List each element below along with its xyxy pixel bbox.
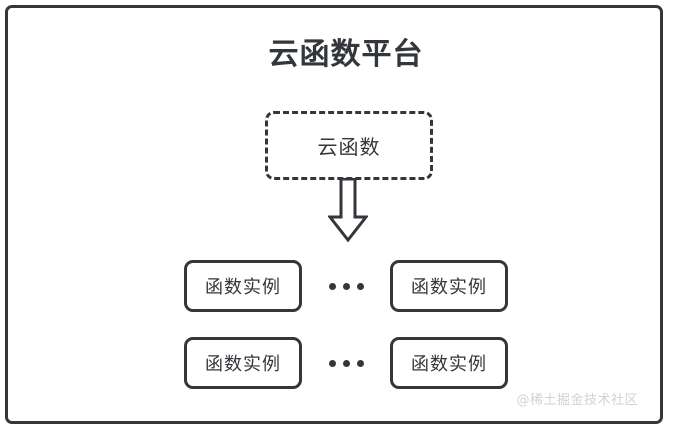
watermark: @稀土掘金技术社区 bbox=[516, 393, 638, 408]
ellipsis-icon bbox=[328, 282, 364, 290]
function-instance-label: 函数实例 bbox=[411, 277, 487, 298]
function-instance-box: 函数实例 bbox=[184, 337, 302, 389]
cloud-function-platform-box: 云函数平台 云函数 函数实例 函数实例 函数实例 bbox=[5, 5, 663, 424]
function-instance-label: 函数实例 bbox=[205, 277, 281, 298]
cloud-function-node: 云函数 bbox=[265, 111, 433, 180]
ellipsis-dot bbox=[342, 359, 350, 367]
instance-row-1: 函数实例 函数实例 bbox=[184, 260, 508, 312]
function-instance-box: 函数实例 bbox=[390, 337, 508, 389]
ellipsis-dot bbox=[342, 282, 350, 290]
ellipsis-icon bbox=[328, 359, 364, 367]
page-title: 云函数平台 bbox=[268, 37, 424, 72]
function-instance-box: 函数实例 bbox=[390, 260, 508, 312]
ellipsis-dot bbox=[328, 282, 336, 290]
ellipsis-dot bbox=[356, 359, 364, 367]
instance-row-2: 函数实例 函数实例 bbox=[184, 337, 508, 389]
cloud-function-label: 云函数 bbox=[317, 135, 381, 159]
function-instance-label: 函数实例 bbox=[411, 354, 487, 375]
ellipsis-dot bbox=[356, 282, 364, 290]
function-instance-box: 函数实例 bbox=[184, 260, 302, 312]
ellipsis-dot bbox=[328, 359, 336, 367]
down-arrow-icon bbox=[328, 178, 368, 242]
function-instance-label: 函数实例 bbox=[205, 354, 281, 375]
